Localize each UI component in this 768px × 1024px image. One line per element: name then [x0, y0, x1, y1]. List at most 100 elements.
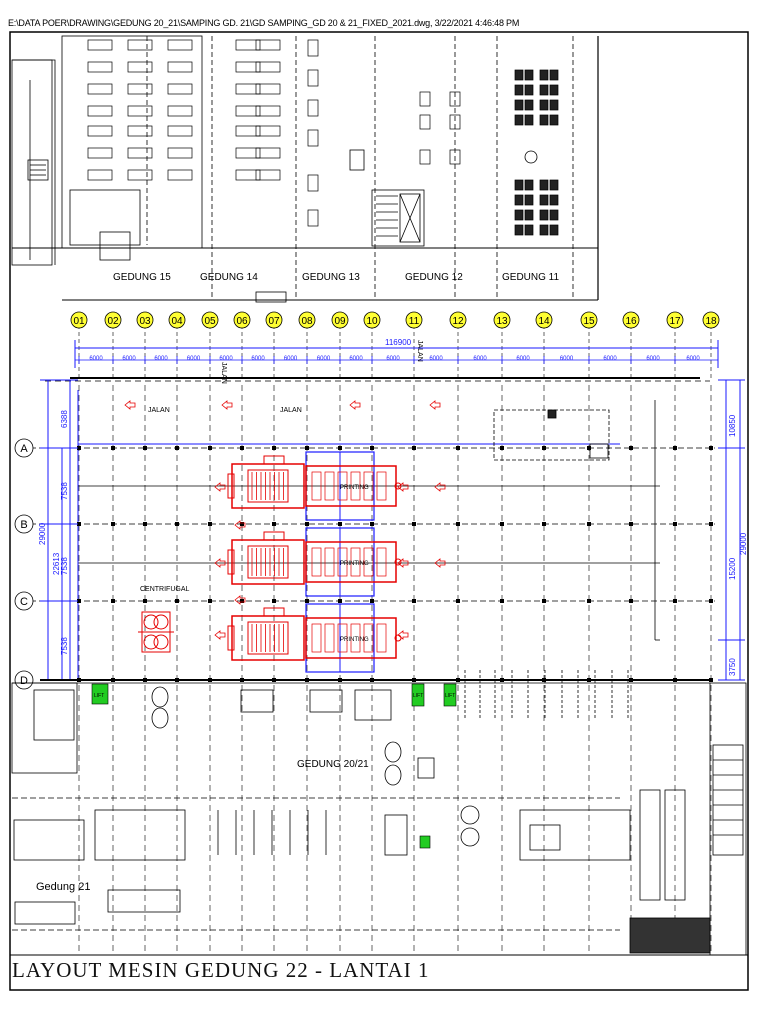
- grid-column-marker: 12: [449, 311, 467, 378]
- machine-label: PRINTING: [340, 637, 369, 643]
- right-dim-total: 29000: [739, 532, 748, 555]
- grid-row-label: C: [20, 596, 28, 608]
- printing-machine: PRINTING: [227, 527, 402, 597]
- grid-column-label: 10: [366, 316, 378, 327]
- grid-column-label: 01: [73, 316, 85, 327]
- grid-column-marker: 15: [580, 311, 598, 378]
- building-label-11: GEDUNG 11: [502, 272, 559, 283]
- machine-label: PRINTING: [340, 561, 369, 567]
- machine-label: PRINTING: [340, 485, 369, 491]
- left-dim-3: 7538: [60, 557, 69, 575]
- grid-column-marker: 14: [535, 311, 553, 378]
- top-building-labels: GEDUNG 15 GEDUNG 14 GEDUNG 13 GEDUNG 12 …: [113, 272, 559, 283]
- grid-column-label: 13: [496, 316, 508, 327]
- centrifugal-label: CENTRIFUGAL: [140, 586, 190, 593]
- grid-column-marker: 07: [265, 311, 283, 378]
- bay-dimension-label: 6000: [560, 356, 574, 362]
- left-dim-total: 29000: [38, 522, 47, 545]
- lift-label-1: LIFT: [94, 693, 104, 699]
- bay-dimension-label: 6000: [386, 356, 400, 362]
- grid-column-label: 12: [452, 316, 464, 327]
- lift-label-2: LIFT: [413, 693, 423, 699]
- grid-column-label: 05: [204, 316, 216, 327]
- building-label-13: GEDUNG 13: [302, 272, 360, 283]
- grid-column-marker: 17: [666, 311, 684, 378]
- left-dim-2: 7538: [60, 482, 69, 500]
- grid-column-label: 04: [171, 316, 183, 327]
- flow-arrows: [124, 400, 446, 640]
- file-path-header: E:\DATA POER\DRAWING\GEDUNG 20_21\SAMPIN…: [8, 18, 520, 28]
- drawing-title: LAYOUT MESIN GEDUNG 22 - LANTAI 1: [12, 958, 430, 982]
- lift-boxes: [91, 683, 457, 707]
- grid-column-marker: 06: [233, 311, 251, 378]
- bay-dimension-label: 6000: [429, 356, 443, 362]
- left-dim-sub: 22613: [52, 552, 61, 575]
- overall-dimension: 116900: [385, 338, 412, 347]
- printing-machine: PRINTING: [227, 603, 402, 673]
- bay-dimension-label: 6000: [516, 356, 530, 362]
- grid-column-label: 08: [301, 316, 313, 327]
- building-label-14: GEDUNG 14: [200, 272, 258, 283]
- grid-column-label: 03: [139, 316, 151, 327]
- drawing-frame: [9, 31, 749, 991]
- top-dimension-line: [74, 340, 719, 368]
- bay-dimension-label: 6000: [603, 356, 617, 362]
- grid-column-marker: 10: [363, 311, 381, 378]
- bay-dimension-label: 6000: [686, 356, 700, 362]
- printing-machines: PRINTING PRINTING PRINTING: [227, 451, 402, 673]
- bay-dimension-label: 6000: [122, 356, 136, 362]
- bay-dimension-label: 6000: [646, 356, 660, 362]
- grid-column-label: 17: [669, 316, 681, 327]
- bay-dimension-label: 6000: [349, 356, 363, 362]
- bay-dimension-label: 6000: [251, 356, 265, 362]
- right-dim-top: 10850: [728, 414, 737, 437]
- bay-dimensions: 6000 6000 6000 6000 6000 6000 6000 6000 6000 6000…: [75, 356, 718, 364]
- center-building-label: GEDUNG 20/21: [297, 759, 369, 770]
- grid-column-marker: 13: [493, 311, 511, 378]
- grid-column-label: 18: [705, 316, 717, 327]
- right-dimension: [718, 379, 745, 681]
- grid-column-marker: 01: [70, 311, 88, 378]
- right-structure: [493, 400, 660, 641]
- bay-dimension-label: 6000: [219, 356, 233, 362]
- printing-machine: PRINTING: [227, 451, 402, 521]
- left-dim-4: 7538: [60, 637, 69, 655]
- left-dim-1: 6388: [60, 410, 69, 428]
- grid-row-label: B: [20, 519, 27, 531]
- road-label-1: JALAN: [148, 407, 170, 414]
- grid-column-markers: 01 02 03 04 05 06 07 08 09 10 11 12 13 14 15 16 17 18: [70, 311, 720, 378]
- lift-label-3: LIFT: [445, 693, 455, 699]
- grid-column-marker: 11: [405, 311, 423, 378]
- grid-column-label: 16: [625, 316, 637, 327]
- grid-row-label: A: [20, 443, 28, 455]
- bay-dimension-label: 6000: [89, 356, 103, 362]
- left-building-label: Gedung 21: [36, 881, 90, 893]
- grid-row-marker: D: [14, 670, 34, 690]
- grid-column-marker: 16: [622, 311, 640, 378]
- grid-column-label: 14: [538, 316, 550, 327]
- grid-column-marker: 09: [331, 311, 349, 378]
- grid-row-marker: C: [14, 591, 34, 611]
- grid-row-markers: A B C D: [14, 438, 34, 690]
- road-label-2: JALAN: [280, 407, 302, 414]
- grid-column-label: 15: [583, 316, 595, 327]
- building-label-15: GEDUNG 15: [113, 272, 171, 283]
- lower-lift-tags: [419, 835, 431, 849]
- grid-column-label: 09: [334, 316, 346, 327]
- vertical-road-label-2: JALAN: [416, 340, 423, 362]
- grid-column-marker: 18: [702, 311, 720, 378]
- grid-column-label: 06: [236, 316, 248, 327]
- right-dim-mid: 15200: [728, 557, 737, 580]
- grid-column-marker: 02: [104, 311, 122, 378]
- grid-column-label: 02: [107, 316, 119, 327]
- bay-dimension-label: 6000: [187, 356, 201, 362]
- building-label-12: GEDUNG 12: [405, 272, 463, 283]
- grid-column-marker: 04: [168, 311, 186, 378]
- bay-dimension-label: 6000: [154, 356, 168, 362]
- grid-column-marker: 05: [201, 311, 219, 378]
- grid-column-marker: 08: [298, 311, 316, 378]
- grid-row-marker: B: [14, 514, 34, 534]
- bay-dimension-label: 6000: [473, 356, 487, 362]
- grid-column-label: 07: [268, 316, 280, 327]
